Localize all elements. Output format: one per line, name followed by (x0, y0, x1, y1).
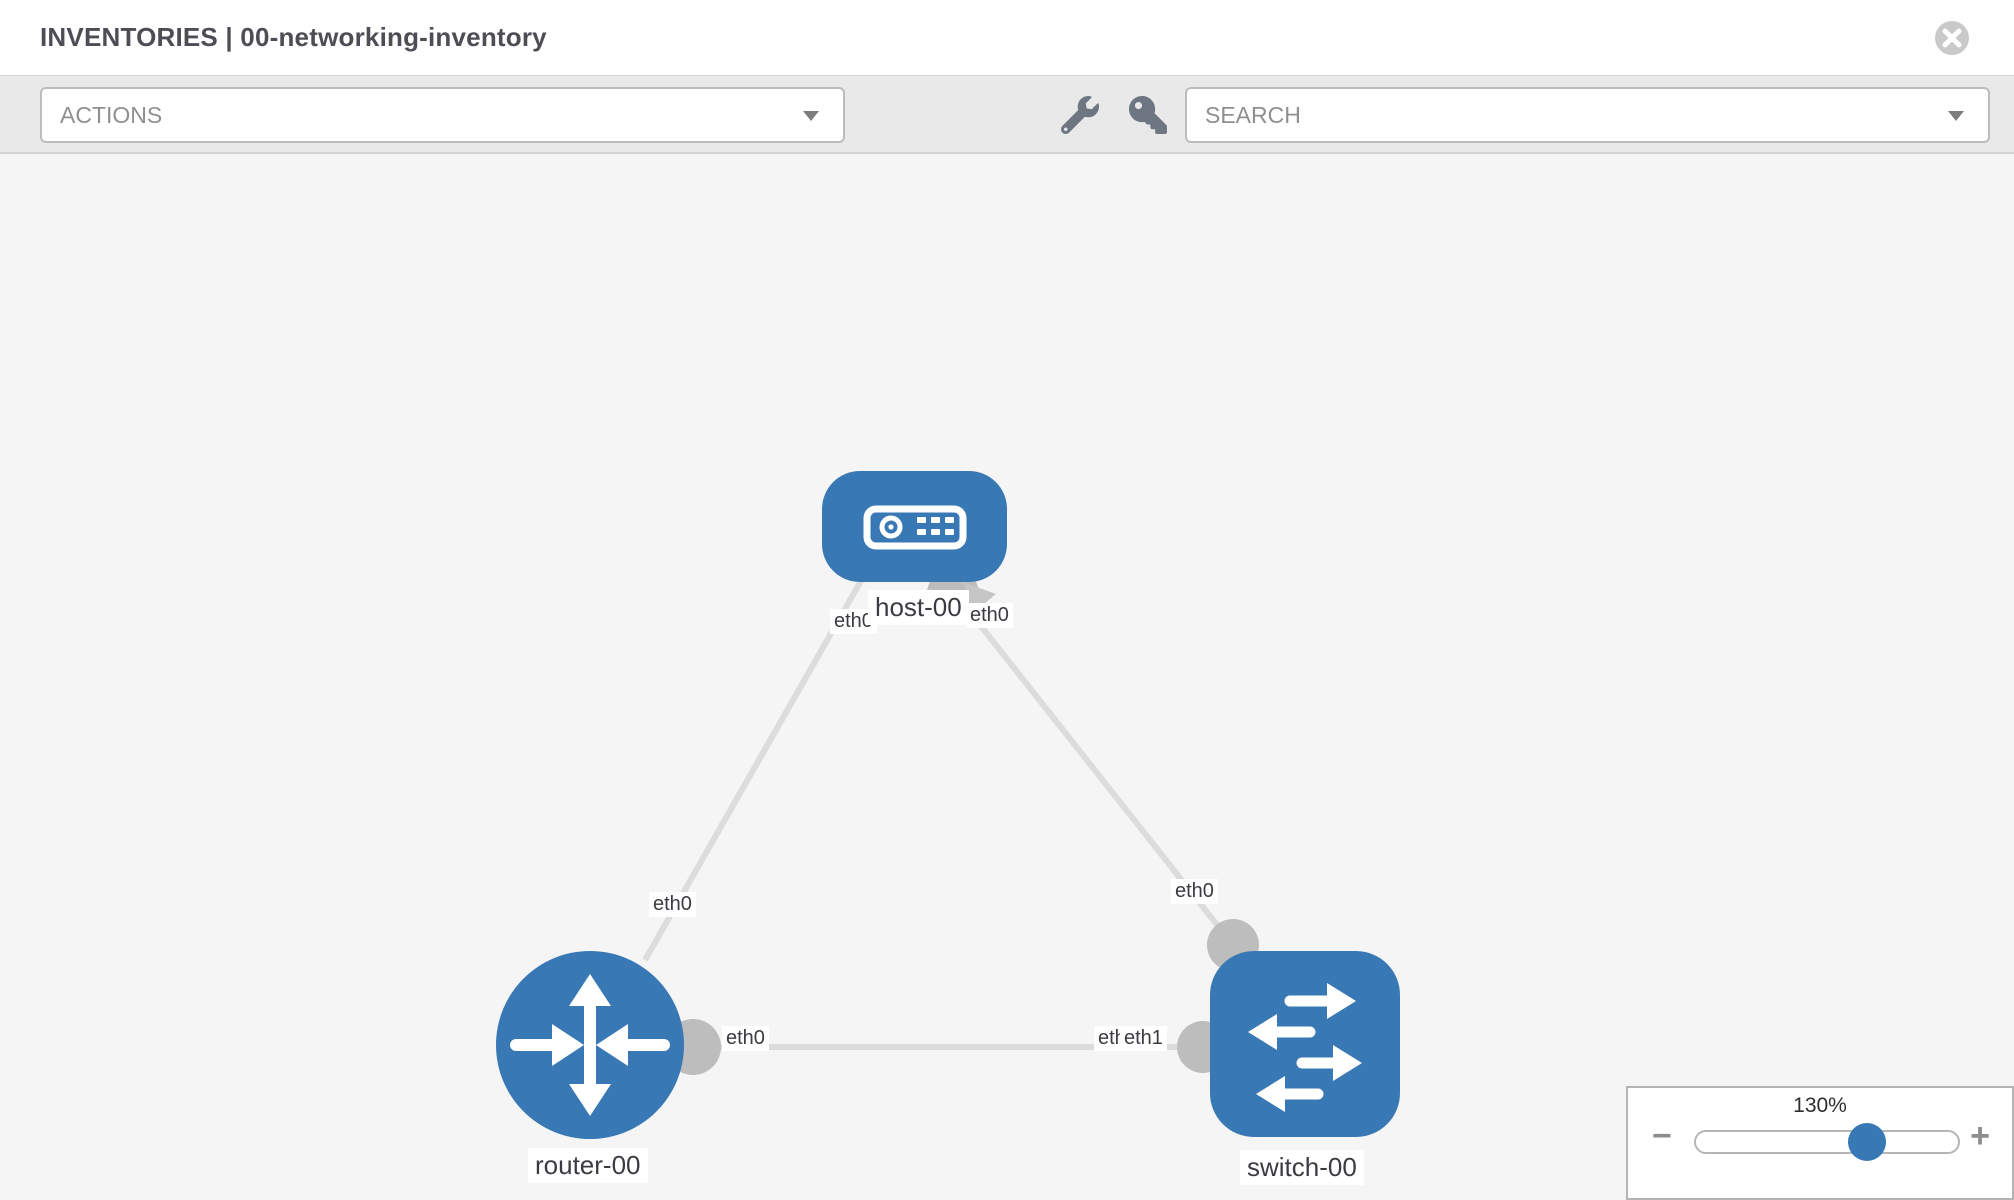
zoom-out-button[interactable]: − (1652, 1114, 1672, 1158)
page-title: INVENTORIES | 00-networking-inventory (40, 22, 547, 52)
header: INVENTORIES | 00-networking-inventory (0, 0, 2014, 76)
topology-graph (496, 471, 1400, 1139)
toolbar: ACTIONS SEARCH (0, 76, 2014, 154)
actions-dropdown-label: ACTIONS (60, 102, 163, 128)
search-placeholder: SEARCH (1205, 102, 1301, 128)
actions-dropdown[interactable]: ACTIONS (40, 87, 845, 143)
zoom-level: 130% (1793, 1094, 1847, 1117)
chevron-down-icon (803, 111, 819, 121)
zoom-slider[interactable] (1694, 1123, 1960, 1161)
switch-icon (1248, 983, 1362, 1112)
node-host[interactable] (822, 471, 1007, 582)
key-icon (1129, 96, 1167, 134)
topology-canvas[interactable]: eth0 host-00 eth0 eth0 eth0 eth0 eth0 et… (0, 154, 2014, 1200)
host-icon (863, 505, 967, 550)
node-label-router: router-00 (528, 1148, 648, 1183)
zoom-in-button[interactable]: + (1970, 1114, 1990, 1158)
iface-label-mid-router-side: eth0 (722, 1026, 769, 1051)
router-icon (510, 974, 670, 1116)
zoom-panel: 130% − + (1626, 1086, 2014, 1200)
node-label-switch: switch-00 (1240, 1150, 1364, 1185)
chevron-down-icon (1948, 111, 1964, 121)
wrench-button[interactable] (1060, 96, 1100, 136)
node-switch[interactable] (1210, 951, 1400, 1137)
iface-label-mid-switch-eth1: eth1 (1120, 1026, 1167, 1051)
search-dropdown[interactable]: SEARCH (1185, 87, 1990, 143)
wrench-icon (1060, 96, 1099, 135)
iface-label-host-right: eth0 (966, 603, 1013, 628)
key-button[interactable] (1128, 96, 1168, 136)
node-router[interactable] (496, 951, 684, 1139)
close-icon (1935, 21, 1969, 55)
node-label-host: host-00 (868, 590, 969, 625)
zoom-slider-thumb[interactable] (1848, 1123, 1886, 1161)
iface-label-switch-top-link: eth0 (1171, 879, 1218, 904)
iface-label-router-link: eth0 (649, 892, 696, 917)
close-button[interactable] (1934, 20, 1970, 56)
